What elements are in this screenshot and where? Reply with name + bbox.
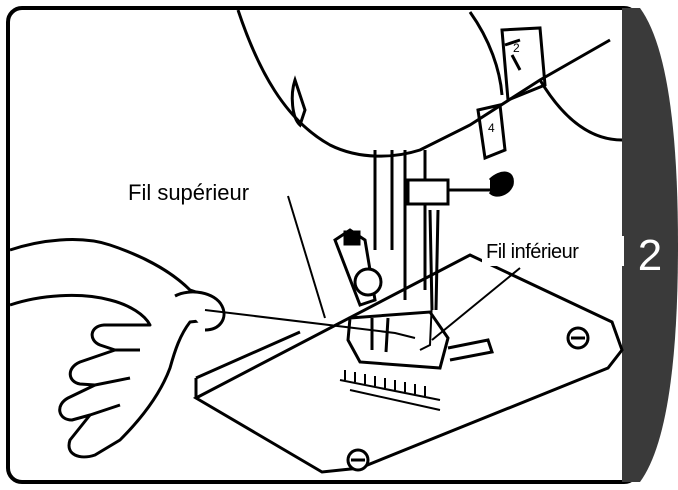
lower-thread-leader xyxy=(431,267,521,341)
threads xyxy=(204,195,521,351)
hand xyxy=(9,238,226,459)
thread-from-needle xyxy=(419,299,433,351)
machine-head xyxy=(236,9,623,161)
label-lower-thread-bg xyxy=(482,236,624,266)
dial-mark-2: 2 xyxy=(513,41,520,55)
needle-assembly xyxy=(373,150,514,311)
upper-thread-line xyxy=(204,309,416,339)
plate-screws xyxy=(346,326,590,472)
step-tab xyxy=(622,8,678,482)
step-number: 2 xyxy=(638,231,662,280)
needle-plate xyxy=(192,253,624,474)
label-upper-thread: Fil supérieur xyxy=(128,180,249,205)
label-lower-thread: Fil inférieur xyxy=(486,241,579,263)
upper-thread-leader xyxy=(287,195,326,319)
presser-foot xyxy=(333,228,494,370)
dial-mark-4: 4 xyxy=(488,121,495,135)
